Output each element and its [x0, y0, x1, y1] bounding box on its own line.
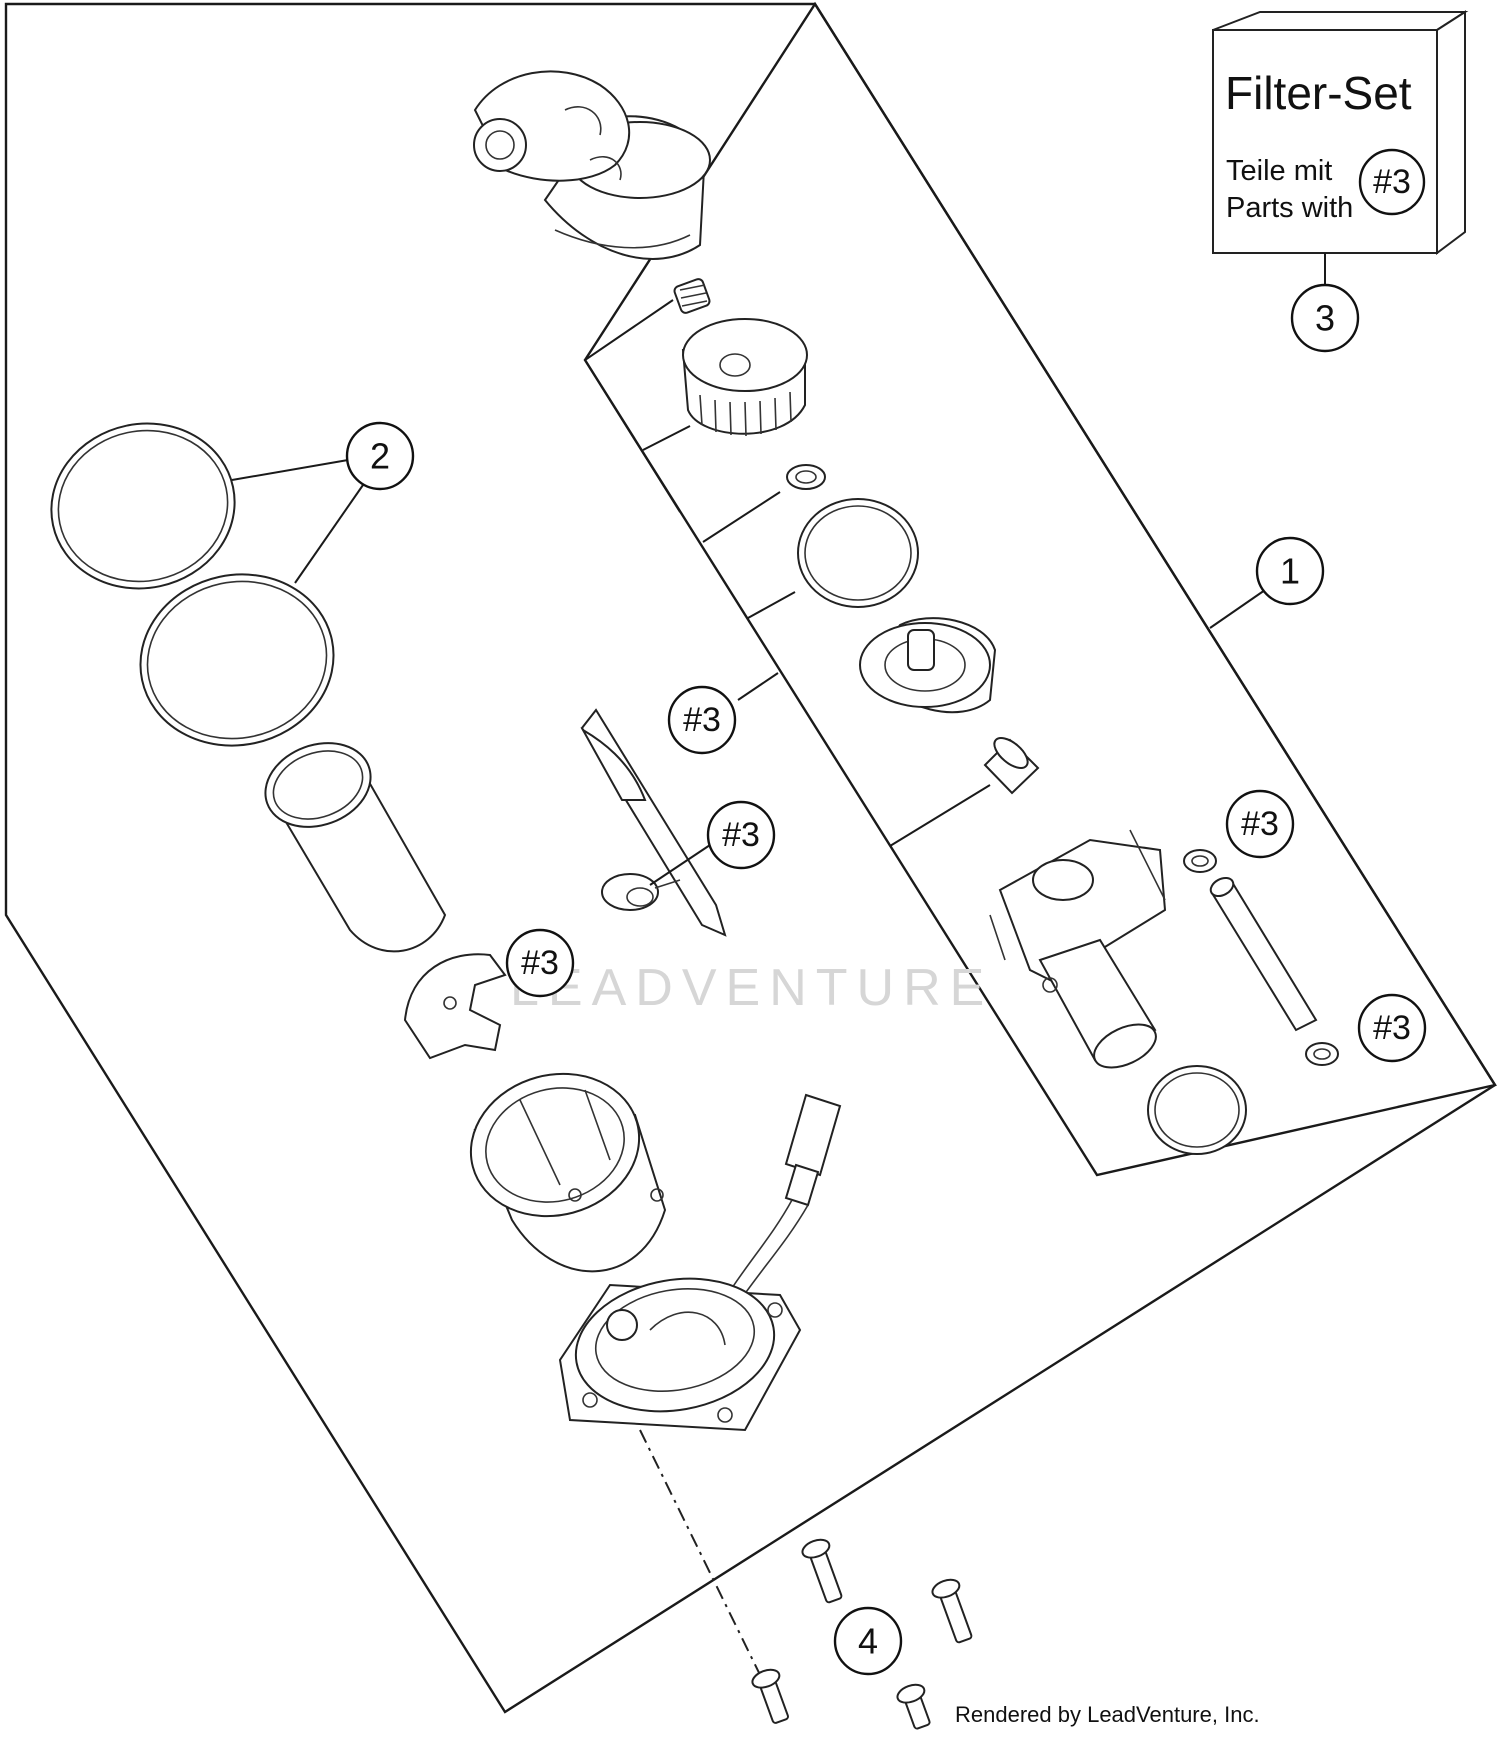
svg-text:#3: #3	[521, 944, 559, 982]
svg-text:1: 1	[1280, 551, 1300, 592]
tube	[1209, 876, 1318, 1032]
assembly-frame	[4, 2, 1497, 1714]
callout-2: 2	[345, 421, 415, 491]
callout-1: 1	[1255, 536, 1325, 606]
pump-housing-top	[473, 70, 711, 260]
connector-wires	[717, 1093, 842, 1316]
pump-cup	[469, 1072, 667, 1273]
svg-text:2: 2	[370, 436, 390, 477]
filter-set-badge: #3	[1373, 163, 1411, 201]
hash-callout-2: #3	[706, 800, 776, 870]
svg-text:#3: #3	[683, 701, 721, 739]
axis-line	[639, 1429, 766, 1686]
o-ring-inner	[797, 498, 919, 608]
small-clip	[601, 873, 681, 911]
hash-callout-1: #3	[667, 685, 737, 755]
hash-callout-5: #3	[1357, 993, 1427, 1063]
filter-set-line2: Parts with	[1226, 192, 1353, 224]
seal-washers	[1183, 849, 1339, 1066]
filter-set-line1: Teile mit	[1226, 155, 1332, 187]
hash-callout-3: #3	[505, 928, 575, 998]
screws	[751, 1538, 973, 1730]
pressure-regulator	[859, 617, 997, 714]
svg-text:4: 4	[858, 1621, 878, 1662]
filter-cartridge	[681, 318, 808, 437]
svg-text:#3: #3	[1373, 1009, 1411, 1047]
svg-text:#3: #3	[722, 816, 760, 854]
filter-set-title: Filter-Set	[1225, 67, 1412, 119]
strainer-strip	[580, 708, 727, 937]
hash-callout-4: #3	[1225, 789, 1295, 859]
svg-text:3: 3	[1315, 298, 1335, 339]
o-ring-bottom	[1147, 1065, 1247, 1155]
callout-4: 4	[833, 1606, 903, 1676]
flange-base	[558, 1277, 802, 1432]
filter-cylinder	[264, 742, 447, 953]
leader-lines	[231, 253, 1326, 886]
subassembly-frame	[583, 1, 1497, 1177]
small-washer	[786, 464, 826, 490]
callout-3: 3	[1290, 283, 1360, 353]
small-spring	[673, 278, 711, 314]
pump-motor	[989, 829, 1167, 1069]
watermark-text: LEADVENTURE	[510, 959, 993, 1017]
bracket	[403, 953, 507, 1060]
sleeve	[983, 737, 1040, 795]
svg-text:#3: #3	[1241, 805, 1279, 843]
render-credit: Rendered by LeadVenture, Inc.	[955, 1702, 1260, 1727]
large-o-rings	[50, 422, 335, 747]
filter-set-box: Filter-Set Teile mit Parts with #3	[1212, 10, 1469, 255]
